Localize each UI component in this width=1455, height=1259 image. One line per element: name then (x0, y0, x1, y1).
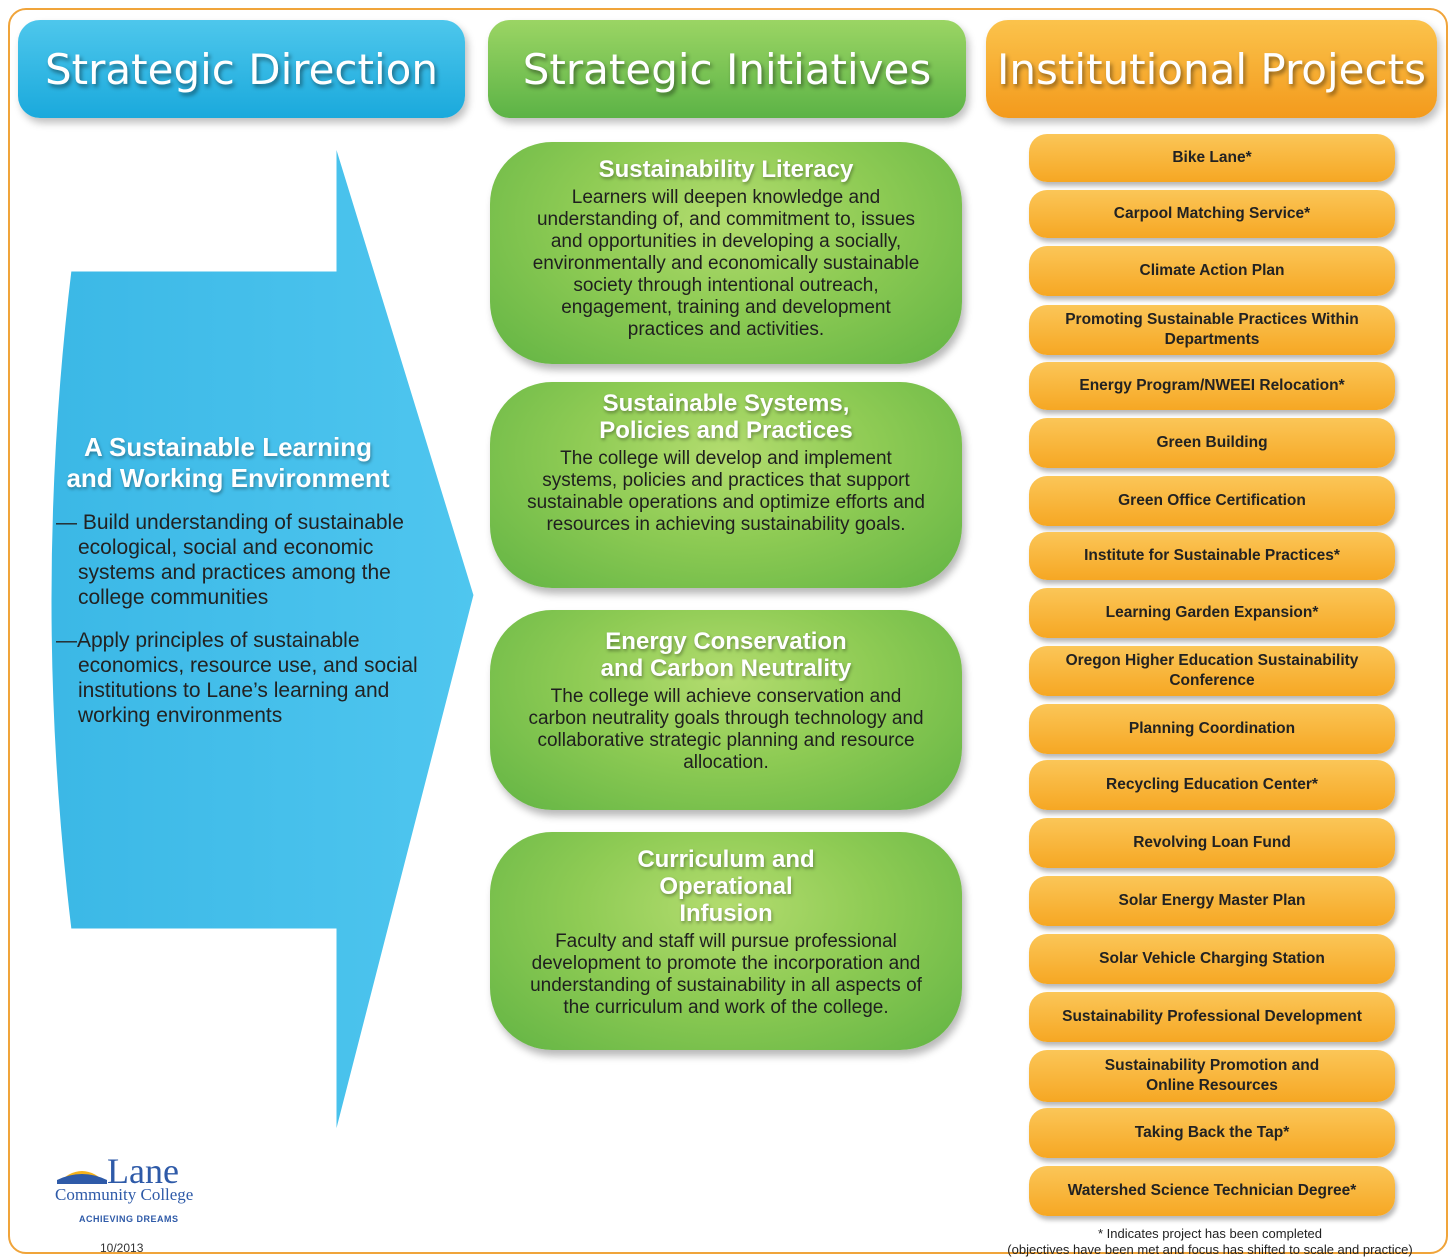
project-item: Promoting Sustainable Practices Within D… (1029, 305, 1395, 355)
footnote: * Indicates project has been completed (… (980, 1226, 1440, 1258)
direction-item: —Apply principles of sustainable economi… (56, 629, 418, 727)
direction-title-line1: A Sustainable Learning (84, 432, 372, 462)
project-item: Oregon Higher Education Sustainability C… (1029, 646, 1395, 696)
direction-title: A Sustainable Learning and Working Envir… (28, 432, 428, 494)
project-item: Taking Back the Tap* (1029, 1108, 1395, 1158)
initiative-energy-conservation: Energy Conservation and Carbon Neutralit… (490, 610, 962, 810)
header-strategic-initiatives: Strategic Initiatives (488, 20, 966, 118)
project-item: Sustainability Professional Development (1029, 992, 1395, 1042)
header-institutional-projects: Institutional Projects (986, 20, 1437, 118)
project-item: Green Office Certification (1029, 476, 1395, 526)
direction-arrow (48, 140, 477, 1140)
project-item: Institute for Sustainable Practices* (1029, 532, 1395, 580)
logo-tagline: ACHIEVING DREAMS (79, 1214, 179, 1224)
initiative-title: Sustainability Literacy (598, 156, 854, 183)
diagram-frame (8, 8, 1448, 1254)
project-item: Watershed Science Technician Degree* (1029, 1166, 1395, 1216)
footnote-line1: * Indicates project has been completed (1097, 1226, 1323, 1241)
project-item: Bike Lane* (1029, 134, 1395, 182)
header-strategic-direction: Strategic Direction (18, 20, 465, 118)
sunrise-icon (57, 1171, 107, 1184)
date-label: 10/2013 (100, 1241, 144, 1255)
initiative-curriculum-infusion: Curriculum and Operational Infusion Facu… (490, 832, 962, 1050)
project-item: Green Building (1029, 418, 1395, 468)
footnote-line2: (objectives have been met and focus has … (1007, 1242, 1413, 1257)
initiative-title: Sustainable Systems, Policies and Practi… (599, 390, 853, 444)
project-item: Sustainability Promotion and Online Reso… (1029, 1050, 1395, 1102)
logo-name: Lane (107, 1151, 179, 1191)
project-item: Carpool Matching Service* (1029, 190, 1395, 238)
project-item: Planning Coordination (1029, 704, 1395, 754)
direction-list: — Build understanding of sustainable eco… (56, 510, 428, 728)
initiative-title: Curriculum and Operational Infusion (637, 846, 815, 927)
direction-title-line2: and Working Environment (66, 463, 390, 493)
initiative-title: Energy Conservation and Carbon Neutralit… (600, 628, 852, 682)
project-item: Climate Action Plan (1029, 246, 1395, 296)
project-item: Learning Garden Expansion* (1029, 588, 1395, 638)
initiative-sustainable-systems: Sustainable Systems, Policies and Practi… (490, 382, 962, 588)
initiative-sustainability-literacy: Sustainability Literacy Learners will de… (490, 142, 962, 364)
direction-item: — Build understanding of sustainable eco… (56, 511, 404, 609)
initiative-body: Faculty and staff will pursue profession… (530, 931, 922, 1018)
strategic-direction-content: A Sustainable Learning and Working Envir… (48, 432, 428, 728)
project-item: Solar Energy Master Plan (1029, 876, 1395, 926)
initiative-body: The college will achieve conservation an… (528, 686, 924, 773)
project-item: Revolving Loan Fund (1029, 818, 1395, 868)
logo-subtitle: Community College (55, 1185, 194, 1204)
project-item: Recycling Education Center* (1029, 760, 1395, 810)
project-item: Solar Vehicle Charging Station (1029, 934, 1395, 984)
project-item: Energy Program/NWEEI Relocation* (1029, 362, 1395, 410)
lane-logo: Lane Community College ACHIEVING DREAMS (55, 1151, 215, 1227)
initiative-body: The college will develop and implement s… (527, 448, 925, 535)
initiative-body: Learners will deepen knowledge and under… (532, 187, 920, 340)
